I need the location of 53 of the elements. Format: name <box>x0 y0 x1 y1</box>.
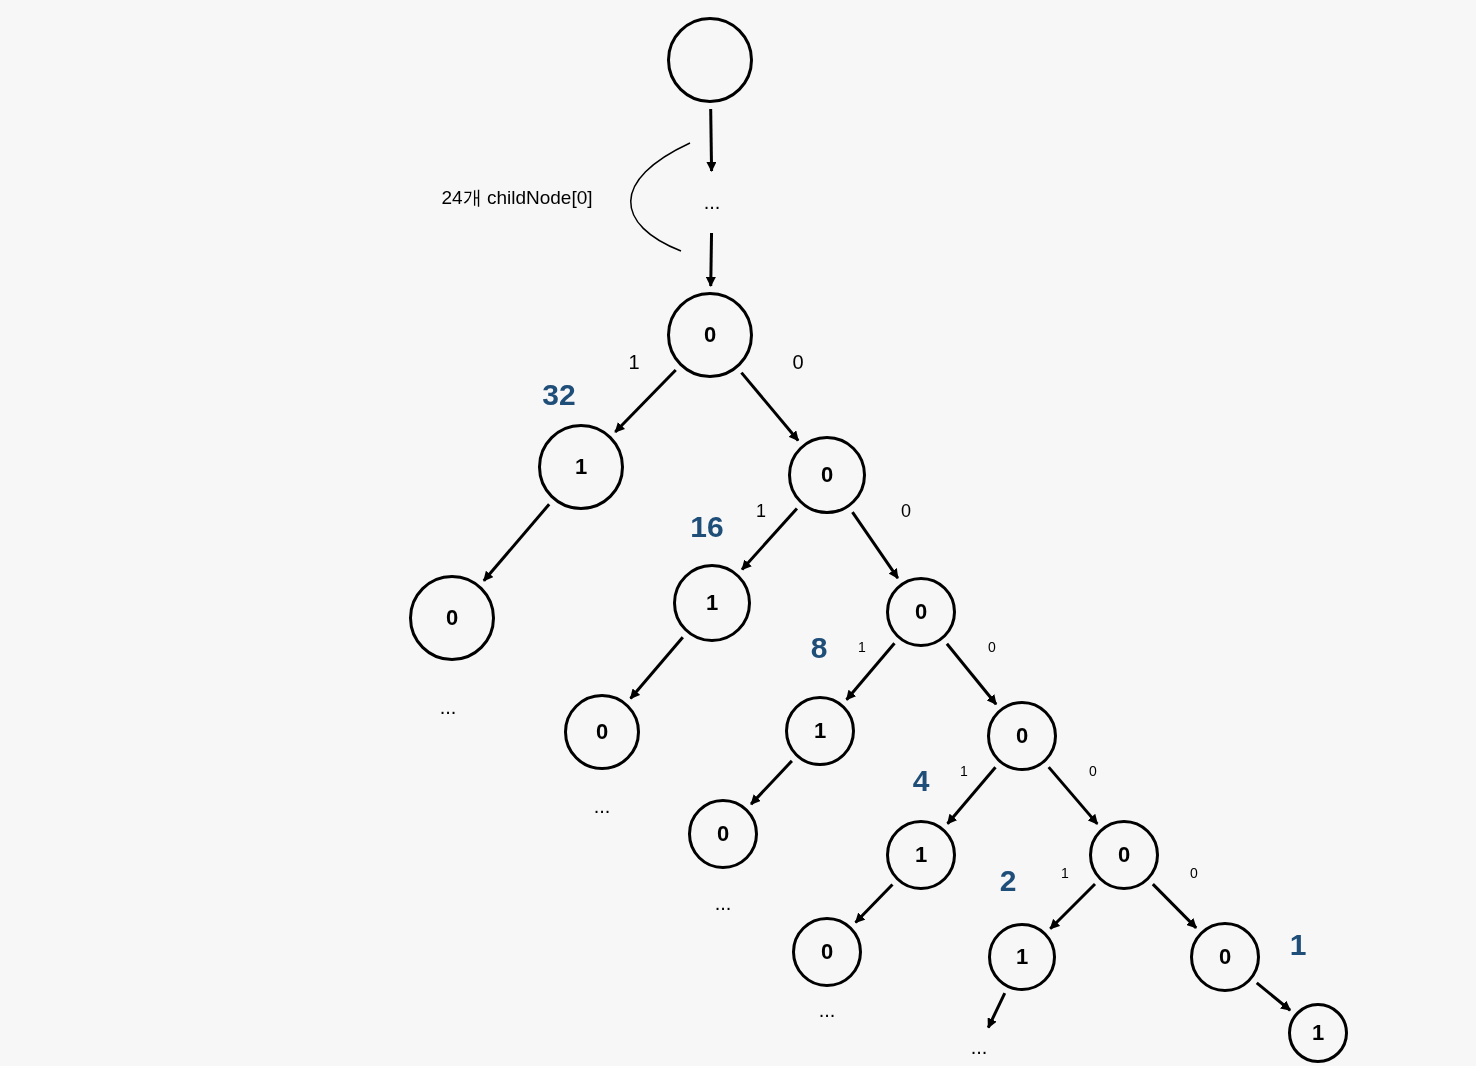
count-number: 16 <box>690 512 724 542</box>
ellipsis-text: ... <box>593 796 611 816</box>
tree-node-circle: 0 <box>1089 820 1159 890</box>
tree-node-circle: 1 <box>988 923 1056 991</box>
tree-node-circle: 1 <box>886 820 956 890</box>
edge-label: 1 <box>1060 865 1070 881</box>
tree-node-circle: 1 <box>785 696 855 766</box>
count-number: 8 <box>810 633 828 663</box>
tree-node-circle: 0 <box>886 577 956 647</box>
count-number: 4 <box>912 766 930 796</box>
arrow <box>1255 981 1292 1012</box>
ellipsis-text: ... <box>703 192 721 212</box>
tree-node-circle: 1 <box>673 564 751 642</box>
tree-node-circle: 1 <box>538 424 624 510</box>
count-number: 32 <box>542 380 576 410</box>
ellipsis-text: ... <box>970 1037 988 1057</box>
arrow <box>851 511 900 580</box>
arrow <box>1047 766 1099 825</box>
edge-label: 0 <box>1088 763 1098 779</box>
arrow <box>482 503 551 582</box>
arrow <box>750 759 793 806</box>
arrow <box>740 371 800 442</box>
tree-node-circle: 0 <box>987 701 1057 771</box>
arrow <box>945 642 998 706</box>
tree-node-circle: 0 <box>667 292 753 378</box>
tree-node-circle: 1 <box>1288 1003 1348 1063</box>
arrow <box>629 636 684 700</box>
count-number: 1 <box>1289 930 1307 960</box>
arrow <box>1151 883 1198 929</box>
tree-node-circle: 0 <box>688 799 758 869</box>
arrow <box>845 642 896 701</box>
tree-node-circle: 0 <box>409 575 495 661</box>
edge-label: 1 <box>857 639 867 655</box>
edge-label: 0 <box>987 639 997 655</box>
count-number: 2 <box>999 866 1017 896</box>
edge-label: 0 <box>1189 865 1199 881</box>
ellipsis-text: ... <box>714 893 732 913</box>
arrow <box>706 108 717 172</box>
ellipsis-text: ... <box>818 1000 836 1020</box>
arrow <box>740 507 799 571</box>
arrow <box>1049 882 1097 930</box>
arrow <box>986 992 1007 1029</box>
tree-node-circle: 0 <box>1190 922 1260 992</box>
arrow <box>614 369 677 433</box>
annotation-text: 24개 childNode[0] <box>441 187 593 207</box>
tree-node-circle: 0 <box>564 694 640 770</box>
arrow <box>946 766 997 825</box>
arrow <box>854 883 894 924</box>
ellipsis-text: ... <box>439 697 457 717</box>
arrow <box>705 232 716 287</box>
tree-node-circle: 0 <box>788 436 866 514</box>
tree-node-circle: 0 <box>792 917 862 987</box>
edge-label: 1 <box>959 763 969 779</box>
